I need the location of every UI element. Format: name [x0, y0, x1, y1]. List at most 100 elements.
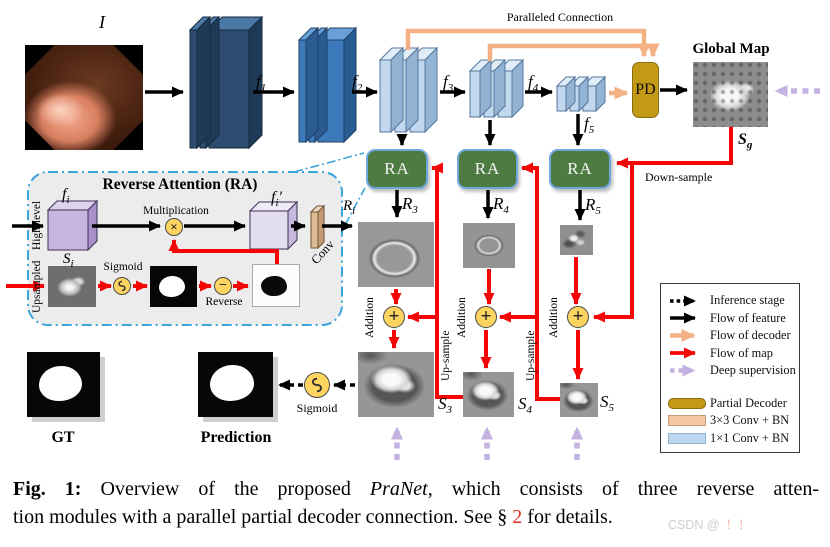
s5-map-image: [560, 383, 598, 417]
r4-feature-map: [463, 223, 515, 268]
s4-map-image: [463, 372, 514, 417]
dashed-black-arrow-icon: [668, 295, 710, 307]
watermark: CSDN @ ！！: [668, 514, 751, 533]
label-f3: f3: [443, 72, 454, 94]
figure-caption: Fig. 1: Overview of the proposed PraNet,…: [13, 476, 819, 531]
gold-swatch-icon: [668, 397, 710, 409]
sigmoid-final-label: Sigmoid: [296, 401, 338, 415]
orange-arrow-icon: [668, 329, 710, 343]
backbone-block-f4: [468, 58, 525, 119]
legend-item-inference: Inference stage: [668, 292, 799, 310]
gt-label: GT: [51, 429, 75, 446]
caption-line-2: tion modules with a parallel partial dec…: [13, 505, 613, 528]
reverse-attention-title: Reverse Attention (RA): [102, 176, 258, 193]
sigmoid-node-final: [304, 372, 330, 398]
watermark-marks: ！！: [725, 518, 751, 532]
legend-item-map: Flow of map: [668, 345, 799, 363]
r5-feature-map: [560, 225, 593, 255]
legend-item-conv11: 1×1 Conv + BN: [668, 430, 799, 448]
legend: Inference stage Flow of feature Flow of …: [660, 283, 800, 453]
backbone-block-f1: [188, 15, 264, 150]
reverse-label: Reverse: [205, 296, 243, 308]
backbone-block-f2: [297, 26, 358, 144]
input-endoscopy-image: [25, 45, 143, 150]
label-ri: Ri: [343, 198, 356, 217]
label-r4: R4: [493, 194, 509, 216]
r3-feature-map: [358, 222, 434, 287]
addition-label-3: Addition: [364, 297, 376, 339]
global-map-image: [693, 62, 768, 127]
label-s3: S3: [438, 394, 452, 416]
section-ref-link[interactable]: 2: [512, 505, 523, 528]
sigmoid-output-image: [150, 266, 197, 307]
legend-item-conv33: 3×3 Conv + BN: [668, 412, 799, 430]
sigmoid-small-label: Sigmoid: [103, 261, 143, 273]
label-r5: R5: [585, 195, 601, 217]
addition-node-5: +: [567, 306, 589, 328]
partial-decoder-block: PD: [632, 62, 659, 118]
ra-block-5: RA: [549, 149, 611, 189]
up-sample-label-1: Up-sample: [440, 330, 452, 382]
deep-supervision-arrows: [391, 85, 820, 460]
ground-truth-image: [27, 352, 100, 417]
caption-pranet: PraNet: [369, 478, 428, 500]
down-sample-label: Down-sample: [645, 170, 713, 184]
label-f2: f2: [352, 72, 363, 94]
gt-mask-blob: [39, 365, 82, 402]
high-level-label: High-level: [31, 200, 43, 251]
peach-swatch-icon: [668, 415, 710, 427]
ra-block-3: RA: [366, 149, 428, 189]
label-si: Si: [63, 251, 74, 270]
prediction-label: Prediction: [200, 429, 272, 446]
ra-block-4: RA: [457, 149, 518, 189]
callout-line: [293, 152, 365, 173]
si-map-image: [48, 266, 96, 307]
multiplication-label: Multiplication: [143, 205, 209, 217]
conv-slab: [309, 204, 326, 250]
s3-map-image: [358, 352, 434, 417]
label-s5: S5: [600, 392, 614, 414]
addition-label-5: Addition: [548, 297, 560, 339]
label-f1: f1: [256, 72, 267, 94]
paralleled-connection-label: Paralleled Connection: [506, 10, 614, 24]
watermark-text: CSDN @: [668, 518, 720, 532]
flow-of-feature-arrows: [12, 84, 688, 232]
multiplication-node: ×: [165, 218, 183, 236]
label-sg: Sg: [738, 131, 753, 151]
sigmoid-curve-icon: [118, 280, 126, 292]
prediction-mask-blob: [210, 365, 254, 402]
feature-cube-fi-prime: [248, 200, 299, 251]
callout-line: [344, 187, 366, 226]
reverse-output-image: [252, 264, 300, 307]
legend-item-supervision: Deep supervision: [668, 362, 799, 380]
flow-of-decoder-arrows: [405, 28, 660, 100]
sigmoid-curve-icon: [311, 377, 323, 393]
addition-node-3: +: [383, 306, 405, 328]
label-s4: S4: [518, 394, 532, 416]
label-f4: f4: [528, 72, 539, 94]
global-map-title: Global Map: [692, 41, 770, 57]
sigmoid-mask-blob: [159, 275, 186, 298]
sigmoid-node-small: [113, 277, 131, 295]
legend-item-feature: Flow of feature: [668, 310, 799, 328]
blue-swatch-icon: [668, 432, 710, 444]
label-f5: f5: [584, 114, 595, 136]
label-fi-prime: fi′: [271, 189, 283, 209]
feature-cube-fi: [46, 199, 99, 252]
dashed-purple-arrow-icon: [668, 364, 710, 377]
backbone-block-f5: [555, 75, 607, 113]
reverse-node: −: [214, 277, 232, 295]
label-r3: R3: [402, 194, 418, 216]
black-arrow-icon: [668, 312, 710, 324]
backbone-block-f3: [378, 46, 439, 134]
addition-node-4: +: [475, 306, 497, 328]
legend-item-partial-decoder: Partial Decoder: [668, 395, 799, 413]
up-sample-label-2: Up-sample: [525, 330, 537, 382]
label-fi: fi: [62, 186, 70, 206]
pd-label: PD: [635, 81, 656, 98]
prediction-image: [198, 352, 273, 417]
input-label: I: [99, 12, 105, 32]
reverse-mask-blob: [261, 275, 288, 297]
